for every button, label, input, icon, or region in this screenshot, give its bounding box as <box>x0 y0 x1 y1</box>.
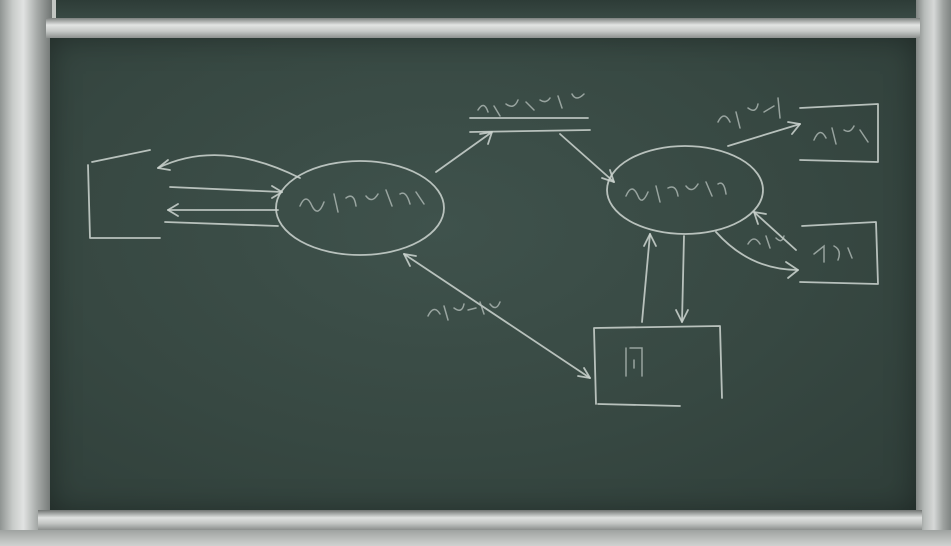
process-one-scribble <box>299 189 425 213</box>
flow-diagonal-head-top <box>403 253 417 267</box>
upper-board-edge <box>56 0 916 20</box>
flow-to-top-right <box>727 123 801 147</box>
chalkboard-panel <box>50 38 916 512</box>
flow-store-to-process-two <box>559 133 615 183</box>
process-two-ellipse <box>606 145 764 235</box>
flow-process-down <box>681 235 685 323</box>
flow-top-right-head <box>787 121 801 135</box>
label-bottom-right-scribble <box>747 235 785 249</box>
flow-diagonal <box>403 253 591 379</box>
data-store-scribble <box>477 93 585 117</box>
data-store-lines <box>469 117 591 133</box>
flow-bottom-right-head <box>785 261 799 279</box>
top-curve-arrow <box>157 154 301 179</box>
bottom-store-scribble <box>625 347 643 377</box>
flow-process-down-head <box>675 309 689 323</box>
flow-store-up <box>641 233 651 323</box>
left-frame-post <box>0 0 52 546</box>
left-entity-box <box>87 149 161 239</box>
bottom-chalk-rail <box>38 510 922 532</box>
top-chalk-rail <box>46 18 920 38</box>
middle-arrow <box>169 186 283 193</box>
flow-diagonal-head-bottom <box>577 367 591 379</box>
bottom-right-entity-scribble <box>813 244 853 263</box>
flow-to-store <box>435 131 493 173</box>
floor-strip <box>0 530 951 546</box>
flow-back-head <box>753 211 767 225</box>
flow-bottom-right <box>715 231 799 271</box>
top-curve-arrowhead <box>157 159 171 171</box>
bottom-store-box <box>593 325 723 407</box>
bottom-right-entity-box <box>799 221 879 285</box>
process-two-scribble <box>625 181 727 203</box>
lower-arrowhead <box>167 203 179 217</box>
top-right-entity-scribble <box>813 125 869 145</box>
label-top-right-scribble <box>717 97 781 129</box>
process-one-ellipse <box>275 160 445 256</box>
flow-store-up-head <box>643 233 657 247</box>
right-frame-post <box>913 0 951 546</box>
diagonal-label-scribble <box>427 301 501 321</box>
top-right-entity-box <box>799 103 879 163</box>
bottom-arrow <box>164 221 279 227</box>
flow-back-to-process-two <box>753 211 797 251</box>
